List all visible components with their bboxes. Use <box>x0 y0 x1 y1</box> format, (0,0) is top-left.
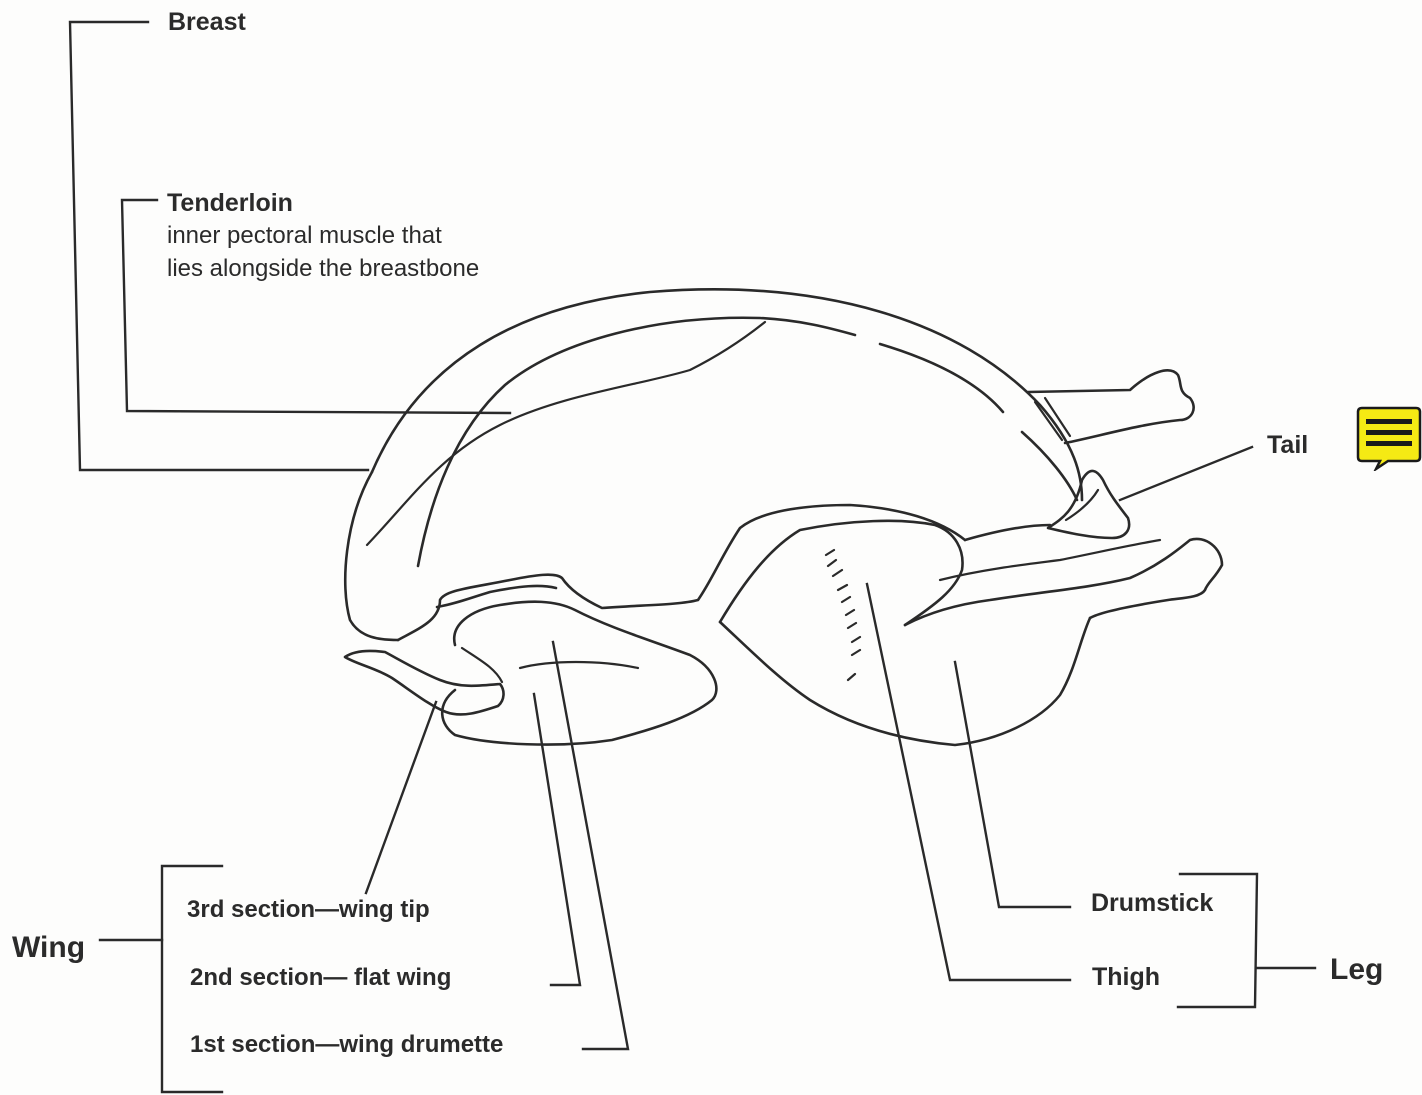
leg-label: Leg <box>1330 955 1383 985</box>
thigh-leader <box>867 584 1070 980</box>
sticky-note-icon[interactable] <box>1356 405 1422 471</box>
flat-wing-leader <box>534 694 580 985</box>
wing-label: Wing <box>12 933 85 963</box>
thigh-label: Thigh <box>1092 965 1160 990</box>
thigh-marks <box>826 550 860 680</box>
tail-leader <box>1120 447 1252 500</box>
wing-base-inner <box>437 586 556 607</box>
body-under-tail <box>965 525 1050 540</box>
breast-label: Breast <box>168 10 246 35</box>
thigh-lower <box>720 618 1090 745</box>
chicken-outline <box>345 289 1222 745</box>
tenderloin-description-line-2: lies alongside the breastbone <box>167 257 479 281</box>
wing-drumette-inner <box>462 648 638 682</box>
tail-shape <box>1048 471 1129 538</box>
breast-inner-arc <box>418 318 855 566</box>
wing-tip-leader <box>366 702 436 893</box>
breast-inner-arc-back <box>880 344 1003 412</box>
drumstick-outline <box>905 539 1222 625</box>
drumstick-top <box>940 540 1160 580</box>
tenderloin-line <box>367 322 765 545</box>
drumette-leader <box>553 642 628 1049</box>
flat-wing-label: 2nd section— flat wing <box>190 966 451 990</box>
leader-lines <box>70 22 1315 1092</box>
breast-front-lower <box>345 472 398 640</box>
tenderloin-description-line-1: inner pectoral muscle that <box>167 224 442 248</box>
wing-base <box>398 505 965 640</box>
wing-drumette <box>442 602 716 745</box>
thigh-outline <box>720 521 963 625</box>
breast-outer-arc <box>372 289 1082 500</box>
drumstick-leader <box>955 662 1070 907</box>
tail-label: Tail <box>1267 433 1308 458</box>
tenderloin-label: Tenderloin <box>167 191 293 216</box>
wing-drumette-label: 1st section—wing drumette <box>190 1033 503 1057</box>
drumstick-label: Drumstick <box>1091 891 1213 916</box>
back-bone-upper <box>1028 370 1194 443</box>
wing-tip-label: 3rd section—wing tip <box>187 898 430 922</box>
